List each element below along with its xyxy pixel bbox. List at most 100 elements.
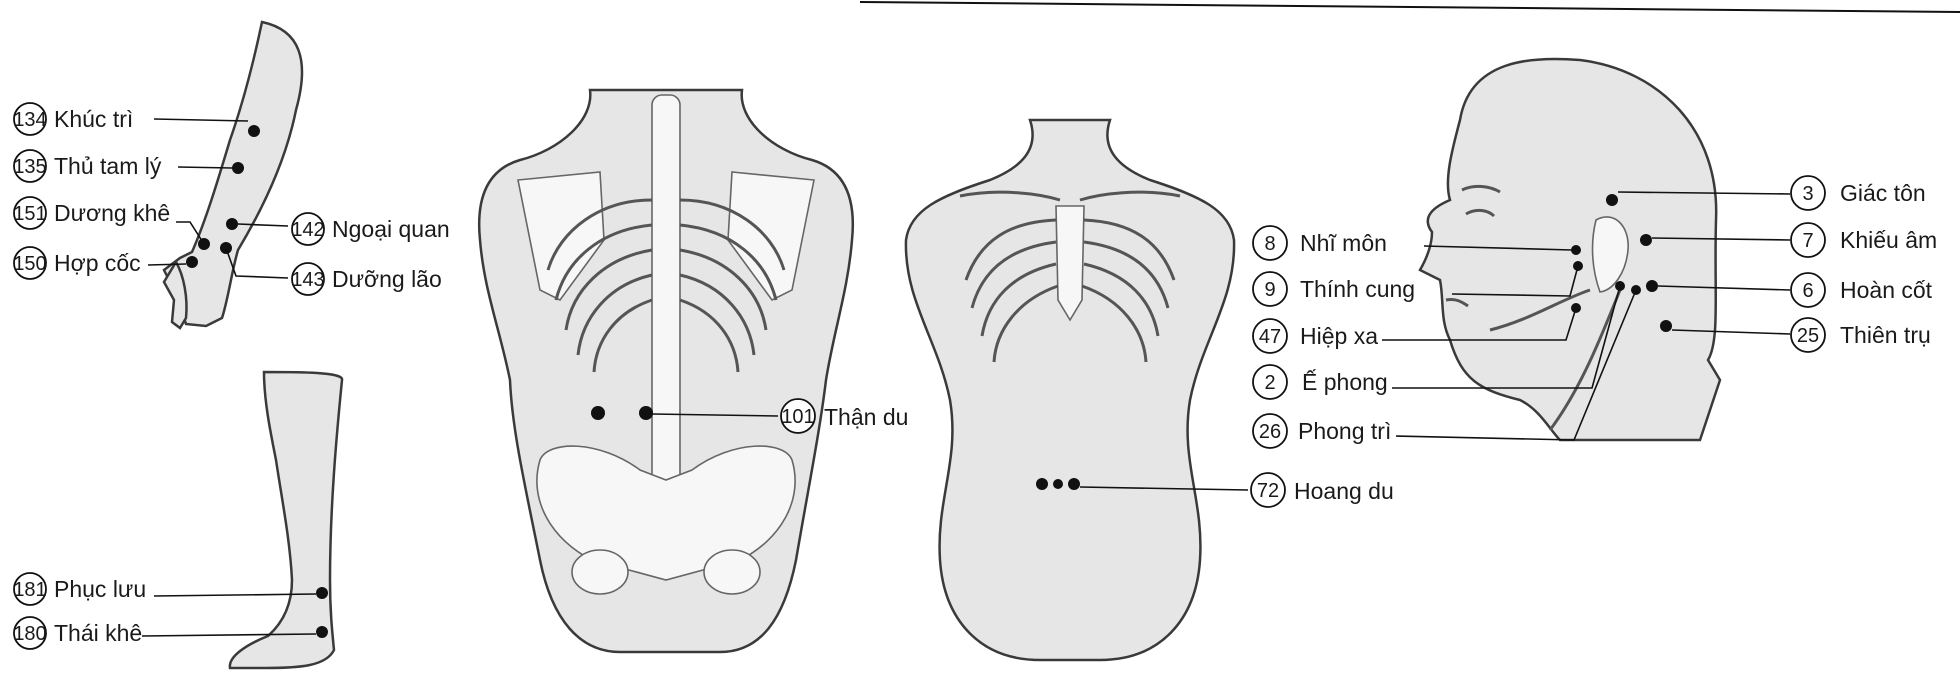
front-ribs <box>964 218 1176 363</box>
point-marker <box>316 626 328 638</box>
point-label: Thiên trụ <box>1840 322 1931 348</box>
point-label: Thái khê <box>54 620 142 646</box>
point-label: Hợp cốc <box>54 250 141 276</box>
neck-line <box>1548 289 1622 431</box>
left-hip-joint <box>571 549 629 595</box>
point-label: Phong trì <box>1298 418 1391 444</box>
point-number-circle <box>13 616 47 650</box>
point-number: 135 <box>13 156 46 178</box>
back-figure <box>478 88 854 654</box>
mouth <box>1445 298 1469 308</box>
point-number: 134 <box>13 109 46 131</box>
point-number: 47 <box>1259 326 1281 348</box>
leader-line <box>237 223 289 227</box>
leader-line <box>1671 329 1791 335</box>
point-marker <box>591 406 605 420</box>
eye <box>1465 208 1496 218</box>
leg-annotations: 181 Phục lưu 180 Thái khê <box>13 572 328 650</box>
leader-line <box>1392 285 1621 389</box>
point-number-circle <box>1790 222 1826 258</box>
point-number-circle <box>1790 175 1826 211</box>
back-ribs <box>546 198 786 373</box>
point-marker <box>1606 194 1618 206</box>
front-annotations: 72 Hoang du <box>1036 472 1394 508</box>
point-marker <box>186 256 198 268</box>
point-number-circle <box>13 246 47 280</box>
point-label: Ế phong <box>1302 368 1388 395</box>
leader-line <box>1651 237 1791 241</box>
point-number-circle <box>1790 272 1826 308</box>
leader-line <box>1382 307 1577 341</box>
point-marker <box>248 125 260 137</box>
front-outline <box>904 118 1236 662</box>
back-annotations: 101 Thận du <box>591 398 908 434</box>
point-number-circle <box>780 398 816 434</box>
point-number-circle <box>13 102 47 136</box>
point-number-circle <box>1252 271 1288 307</box>
point-number: 26 <box>1259 421 1281 443</box>
point-number: 8 <box>1264 233 1275 255</box>
left-scapula <box>517 171 605 302</box>
point-number: 180 <box>13 623 46 645</box>
point-number-circle <box>13 149 47 183</box>
leader-line <box>1395 289 1637 441</box>
point-marker <box>232 162 244 174</box>
head-right-annotations: 3 Giác tôn 7 Khiếu âm 6 Hoàn cốt 25 Thiê… <box>1606 175 1937 353</box>
point-number: 3 <box>1802 183 1813 205</box>
leader-line <box>176 221 205 245</box>
leader-line <box>153 593 317 597</box>
leader-line <box>651 413 779 417</box>
leader-line <box>1451 265 1579 297</box>
point-label: Nhĩ môn <box>1300 230 1387 256</box>
left-clavicle <box>959 190 1061 202</box>
point-label: Phục lưu <box>54 576 146 602</box>
head-left-annotations: 8 Nhĩ môn 9 Thính cung 47 Hiệp xa 2 Ế ph… <box>1252 225 1641 449</box>
point-marker <box>639 406 653 420</box>
point-label: Khiếu âm <box>1840 227 1937 253</box>
hand-outline <box>162 259 188 330</box>
point-marker <box>1571 245 1581 255</box>
point-label: Thận du <box>824 404 908 430</box>
point-marker <box>1053 479 1063 489</box>
arm-figure <box>162 20 304 330</box>
point-number: 143 <box>291 269 324 291</box>
point-marker <box>226 218 238 230</box>
point-marker <box>1660 320 1672 332</box>
point-number-circle <box>291 262 325 296</box>
point-number: 101 <box>781 406 814 428</box>
point-number-circle <box>291 212 325 246</box>
leader-line <box>177 166 233 169</box>
point-number: 2 <box>1264 372 1275 394</box>
leader-line <box>1079 486 1249 491</box>
arm-annotations: 134 Khúc trì 135 Thủ tam lý 151 Dương kh… <box>13 102 450 296</box>
jaw-line <box>1489 288 1591 332</box>
point-number: 151 <box>13 203 46 225</box>
point-number-circle <box>1252 364 1288 400</box>
arm-outline <box>162 20 304 328</box>
leader-line <box>147 263 187 266</box>
leader-line <box>1657 285 1791 291</box>
point-number-circle <box>1252 318 1288 354</box>
point-number: 25 <box>1797 325 1819 347</box>
point-label: Hoàn cốt <box>1840 277 1933 303</box>
eyebrow <box>1461 184 1501 194</box>
point-number-circle <box>1790 317 1826 353</box>
ear <box>1591 216 1629 293</box>
point-label: Ngoại quan <box>332 216 450 242</box>
leg-outline <box>228 370 344 670</box>
point-number: 9 <box>1264 279 1275 301</box>
leg-figure <box>228 370 344 670</box>
point-marker <box>316 587 328 599</box>
sternum <box>1055 205 1085 322</box>
leader-line <box>1423 245 1573 251</box>
front-figure <box>904 118 1236 662</box>
point-label: Thủ tam lý <box>54 153 162 179</box>
point-number: 150 <box>13 253 46 275</box>
point-label: Hoang du <box>1294 478 1394 504</box>
point-label: Dương khê <box>54 200 170 226</box>
leader-line <box>225 247 289 279</box>
point-label: Hiệp xa <box>1300 323 1378 349</box>
point-label: Khúc trì <box>54 106 133 132</box>
